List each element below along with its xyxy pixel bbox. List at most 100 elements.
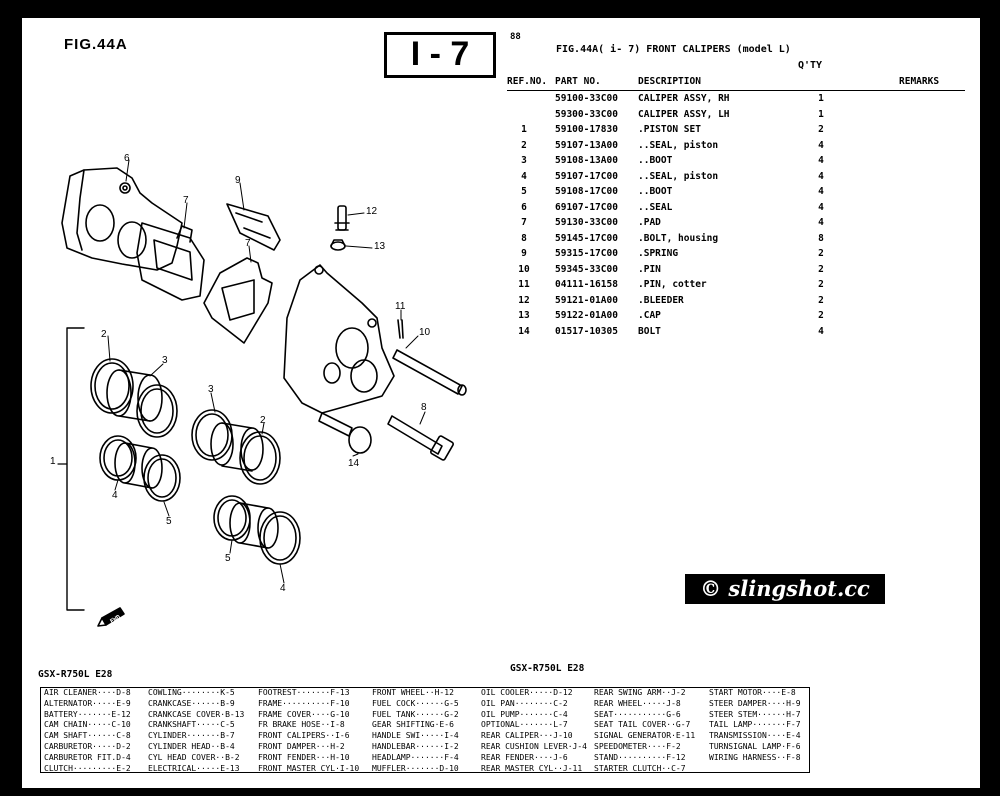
callout-number: 4 xyxy=(280,583,286,594)
description: .BLEEDER xyxy=(638,294,684,306)
index-entry: ELECTRICAL·····E-13 xyxy=(148,763,240,773)
housing-bolt xyxy=(387,415,454,461)
boot-ring-a xyxy=(136,384,178,438)
quantity: 2 xyxy=(818,294,824,306)
part-no: 59315-17C00 xyxy=(555,248,618,259)
qty-header: Q'TY xyxy=(798,60,823,71)
part-no: 59100-17830 xyxy=(555,124,618,135)
seal-ring-a xyxy=(90,358,134,414)
index-entry: HANDLE SWI·····I-4 xyxy=(372,731,459,741)
quantity: 8 xyxy=(818,232,824,244)
description: ..SEAL, piston xyxy=(638,139,719,151)
index-entry: OPTIONAL·······L-7 xyxy=(481,720,568,730)
index-entry: STEER DAMPER····H-9 xyxy=(709,698,801,708)
index-entry: REAR CUSHION LEVER·J-4 xyxy=(481,741,587,751)
brake-pad-2 xyxy=(203,257,273,344)
ref-no: 9 xyxy=(521,248,527,259)
index-entry: CRANKSHAFT·····C-5 xyxy=(148,720,235,730)
ref-no: 11 xyxy=(518,279,530,290)
ref-no: 8 xyxy=(521,232,527,244)
index-entry: STARTER CLUTCH··C-7 xyxy=(594,763,686,773)
callout-number: 4 xyxy=(112,490,118,501)
index-entry: GEAR SHIFTING·E-6 xyxy=(372,720,454,730)
callout-number: 7 xyxy=(183,195,189,206)
index-entry: REAR FENDER····J-6 xyxy=(481,752,568,762)
callout-number: 1 xyxy=(50,456,56,467)
index-entry: FRONT WHEEL··H-12 xyxy=(372,688,454,697)
index-entry: REAR CALIPER···J-10 xyxy=(481,731,573,741)
description: BOLT xyxy=(638,325,661,337)
forward-arrow xyxy=(97,607,125,627)
callout-number: 2 xyxy=(101,329,107,340)
ref-no: 1 xyxy=(521,124,527,135)
description: ..BOOT xyxy=(638,186,673,197)
catalog-sheet: FIG.44A I - 7 88 FIG.44A( i- 7) FRONT CA… xyxy=(22,18,980,788)
index-entry: FRONT FENDER···H-10 xyxy=(258,752,350,762)
callout-number: 13 xyxy=(374,241,386,252)
index-entry: REAR WHEEL·····J-8 xyxy=(594,698,681,708)
quantity: 4 xyxy=(818,325,824,337)
callout-number: 7 xyxy=(245,238,251,249)
figure-title: FIG.44A( i- 7) FRONT CALIPERS (model L) xyxy=(556,44,791,55)
bleeder-screw xyxy=(334,205,350,231)
index-entry: WIRING HARNESS··F-8 xyxy=(709,752,801,762)
boot-ring-d xyxy=(259,511,301,565)
description: .BOLT, housing xyxy=(638,232,719,244)
part-no: 59121-01A00 xyxy=(555,294,618,306)
callout-number: 11 xyxy=(395,301,406,312)
model-code-left: GSX-R750L E28 xyxy=(38,669,113,680)
ref-no: 14 xyxy=(518,325,530,337)
index-entry: CYLINDER·······B-7 xyxy=(148,731,235,741)
index-entry: FRAME··········F-10 xyxy=(258,698,350,708)
part-no: 59107-13A00 xyxy=(555,139,618,151)
quantity: 2 xyxy=(818,310,824,321)
pad-spring xyxy=(226,203,281,251)
seal-ring-b xyxy=(99,435,137,481)
part-no: 59345-33C00 xyxy=(555,263,618,275)
ref-no: 10 xyxy=(518,263,530,275)
watermark: © slingshot.cc xyxy=(685,574,885,604)
piston-a xyxy=(106,369,163,422)
index-entry: SEAT···········G-6 xyxy=(594,709,681,719)
index-entry: ALTERNATOR·····E-9 xyxy=(44,698,131,708)
caliper-body-left xyxy=(61,167,183,271)
mounting-bolt xyxy=(318,412,372,454)
index-entry: SIGNAL GENERATOR·E-11 xyxy=(594,731,696,741)
boot-ring-c xyxy=(239,431,281,485)
index-entry: FOOTREST·······F-13 xyxy=(258,688,350,697)
index-entry: FRAME COVER····G-10 xyxy=(258,709,350,719)
part-no: 59145-17C00 xyxy=(555,232,618,244)
callout-number: 12 xyxy=(366,206,378,217)
callout-number: 5 xyxy=(166,516,172,527)
callout-number: 5 xyxy=(225,553,231,564)
index-entry: REAR MASTER CYL··J-11 xyxy=(481,763,583,773)
index-entry: STAND··········F-12 xyxy=(594,752,686,762)
part-no: 59107-17C00 xyxy=(555,170,618,182)
caliper-pin xyxy=(392,349,467,396)
index-entry: CRANKCASE······B-9 xyxy=(148,698,235,708)
index-entry: FUEL TANK······G-2 xyxy=(372,709,459,719)
ref-no: 4 xyxy=(521,170,527,182)
index-entry: STEER STEM······H-7 xyxy=(709,709,801,719)
ref-no: 5 xyxy=(521,186,527,197)
index-entry: OIL PUMP·······C-4 xyxy=(481,709,568,719)
quantity: 4 xyxy=(818,186,824,197)
callout-number: 14 xyxy=(348,458,360,469)
callout-number: 3 xyxy=(208,384,214,395)
index-entry: CLUTCH·········E-2 xyxy=(44,763,131,773)
col-part: PART NO. xyxy=(555,76,601,87)
index-entry: TRANSMISSION····E-4 xyxy=(709,731,801,741)
part-no: 59108-13A00 xyxy=(555,155,618,166)
model-code-right: GSX-R750L E28 xyxy=(510,663,585,674)
ref-no: 2 xyxy=(521,139,527,151)
description: ..BOOT xyxy=(638,155,673,166)
